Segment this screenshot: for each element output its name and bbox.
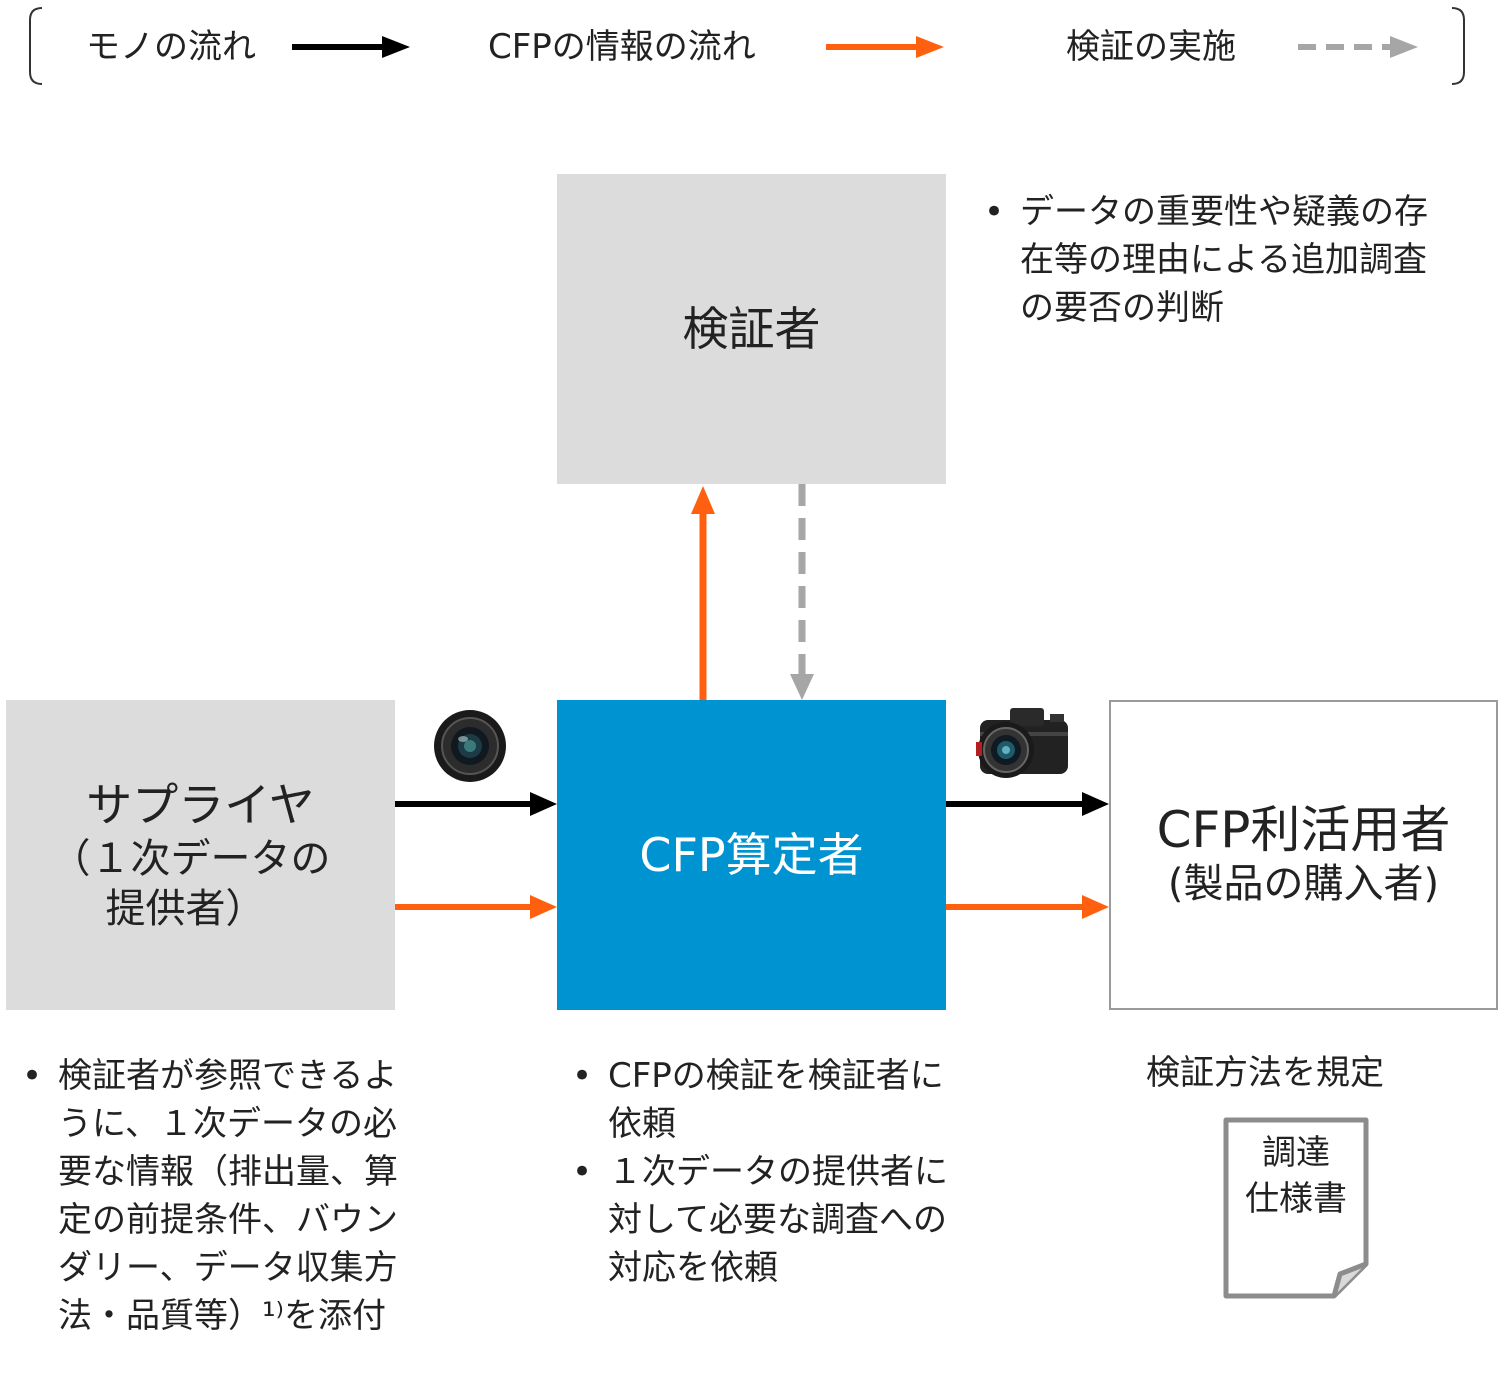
goods-arrow-supplier-calculator <box>395 792 557 816</box>
legend-goods-label: モノの流れ <box>86 27 256 67</box>
supplier-box: サプライヤ （１次データの 提供者） <box>6 700 395 1010</box>
info-arrow-supplier-calculator <box>395 895 557 919</box>
supplier-note: 検証者が参照できるように、１次データの必要な情報（排出量、算定の前提条件、バウン… <box>10 1052 398 1340</box>
calculator-title: CFP算定者 <box>639 828 864 882</box>
spec-doc-line-1: 調達 <box>1262 1133 1330 1173</box>
legend-verify-label: 検証の実施 <box>1066 27 1236 67</box>
camera-icon <box>976 708 1068 778</box>
goods-arrow-calculator-user <box>946 792 1109 816</box>
calculator-note-item-1: CFPの検証を検証者に依頼 <box>560 1052 950 1148</box>
legend-frame <box>29 7 1465 85</box>
legend-info-label: CFPの情報の流れ <box>488 27 756 67</box>
supplier-subtitle-2: 提供者） <box>105 886 266 932</box>
verifier-box: 検証者 <box>557 174 946 484</box>
spec-label: 検証方法を規定 <box>1146 1053 1384 1093</box>
spec-doc-line-2: 仕様書 <box>1245 1179 1347 1219</box>
user-subtitle: (製品の購入者) <box>1167 861 1440 907</box>
camera-lens-icon <box>434 710 506 782</box>
supplier-title: サプライヤ <box>86 778 315 832</box>
info-arrow-to-verifier <box>691 486 715 700</box>
verify-arrow-to-calculator <box>790 484 814 700</box>
calculator-note: CFPの検証を検証者に依頼 １次データの提供者に対して必要な調査への対応を依頼 <box>560 1052 950 1292</box>
info-arrow-calculator-user <box>946 895 1109 919</box>
supplier-note-item: 検証者が参照できるように、１次データの必要な情報（排出量、算定の前提条件、バウン… <box>10 1052 398 1340</box>
user-box: CFP利活用者 (製品の購入者) <box>1109 700 1498 1010</box>
calculator-box: CFP算定者 <box>557 700 946 1010</box>
calculator-note-item-2: １次データの提供者に対して必要な調査への対応を依頼 <box>560 1148 950 1292</box>
document-icon <box>1223 1117 1369 1299</box>
verifier-title: 検証者 <box>682 302 821 356</box>
legend-verify-arrow <box>1298 36 1418 58</box>
verifier-note-item: データの重要性や疑義の存在等の理由による追加調査の要否の判断 <box>972 188 1442 332</box>
user-title: CFP利活用者 <box>1156 801 1451 859</box>
supplier-subtitle-1: （１次データの <box>50 836 331 882</box>
verifier-note: データの重要性や疑義の存在等の理由による追加調査の要否の判断 <box>972 188 1442 332</box>
legend-info-arrow <box>826 36 944 58</box>
legend-goods-arrow <box>292 36 410 58</box>
